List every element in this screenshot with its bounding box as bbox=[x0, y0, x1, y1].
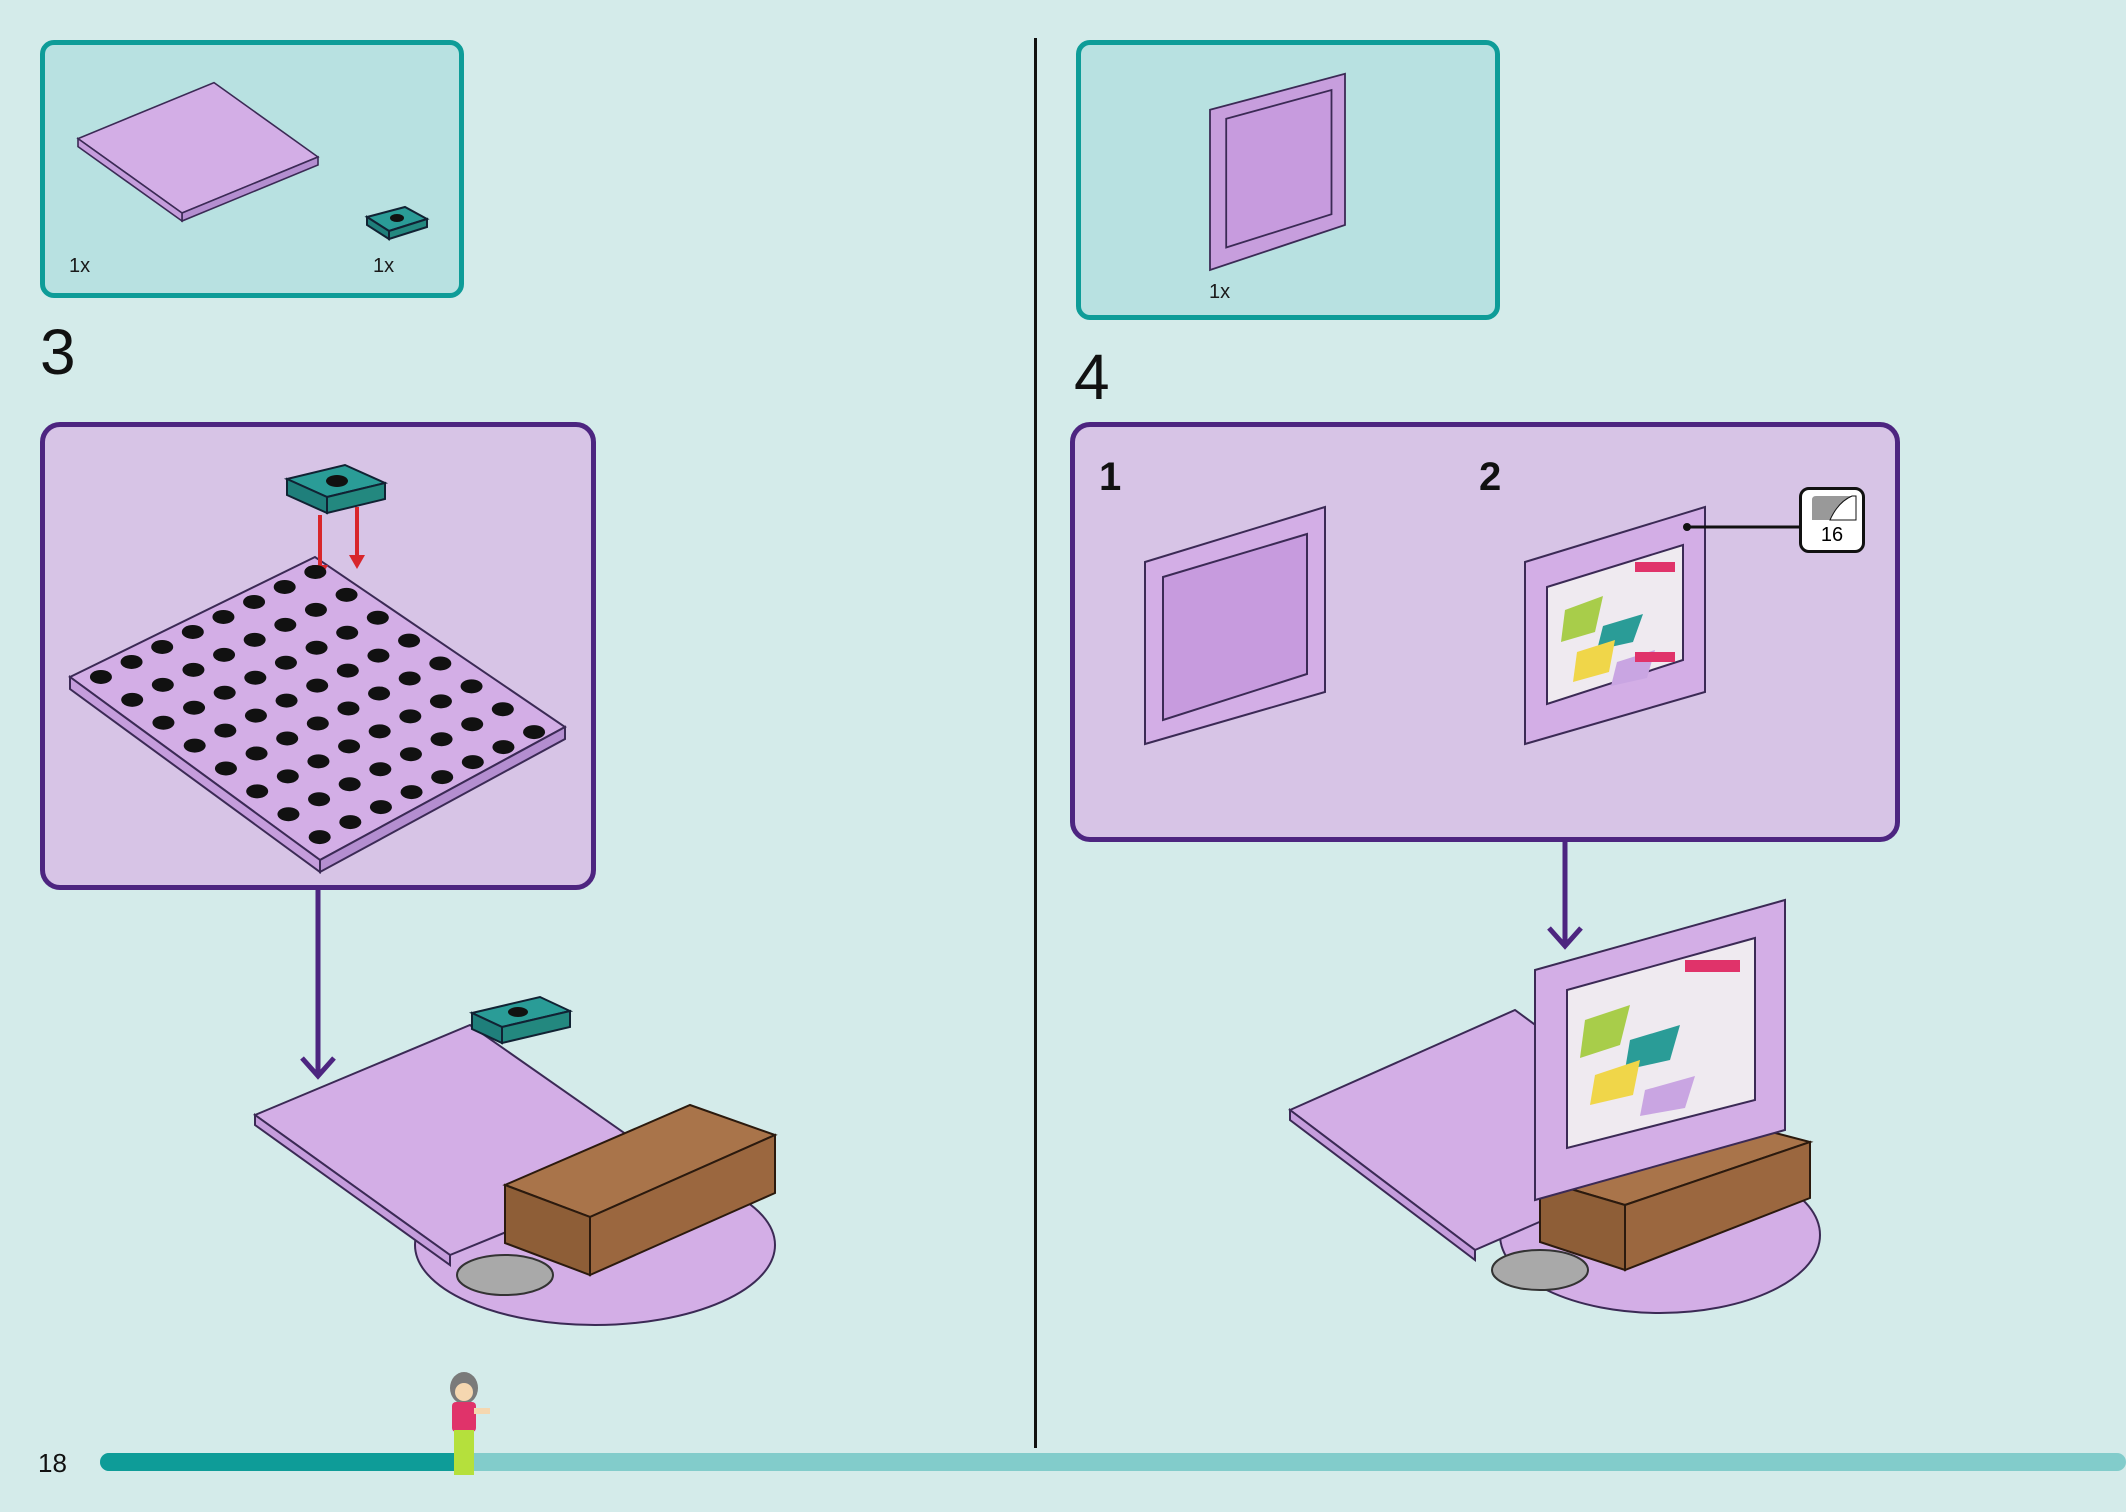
plate-stud bbox=[121, 692, 144, 707]
sticker-number: 16 bbox=[1820, 524, 1844, 546]
plate-stud bbox=[152, 715, 175, 730]
plate-stud bbox=[212, 609, 235, 624]
plate-stud bbox=[460, 679, 483, 694]
plate-stud bbox=[245, 746, 268, 761]
plate-stud bbox=[338, 739, 361, 754]
plate-stud bbox=[182, 662, 205, 677]
plate-stud bbox=[336, 625, 359, 640]
plate-stud bbox=[335, 587, 358, 602]
callout-box-step-3 bbox=[40, 422, 596, 890]
plate-stud bbox=[306, 678, 329, 693]
plate-stud bbox=[429, 656, 452, 671]
plate-stud bbox=[276, 731, 299, 746]
plate-stud bbox=[120, 654, 143, 669]
progress-track bbox=[100, 1453, 2126, 1471]
plate-stud bbox=[243, 594, 266, 609]
plate-stud bbox=[273, 579, 296, 594]
plate-stud bbox=[151, 639, 174, 654]
plate-stud bbox=[246, 784, 269, 799]
plate-stud bbox=[307, 754, 330, 769]
plate-stud bbox=[461, 755, 484, 770]
plate-stud bbox=[398, 633, 421, 648]
lavender-panel-icon bbox=[1209, 72, 1346, 272]
plate-stud bbox=[275, 693, 298, 708]
plate-studs bbox=[89, 564, 546, 845]
panel-with-sticker-icon bbox=[1524, 505, 1706, 746]
plate-stud bbox=[400, 785, 423, 800]
page-divider bbox=[1034, 38, 1037, 1448]
plate-stud bbox=[430, 732, 453, 747]
lavender-plate-8x8-icon bbox=[76, 81, 320, 223]
plate-stud bbox=[366, 610, 389, 625]
substep-number-2: 2 bbox=[1479, 455, 1502, 499]
plate-stud bbox=[339, 815, 362, 830]
plate-stud bbox=[304, 564, 327, 579]
plate-stud bbox=[336, 663, 359, 678]
sticker-badge: 16 bbox=[1799, 487, 1865, 553]
plate-stud bbox=[523, 725, 546, 740]
plate-stud bbox=[214, 723, 237, 738]
assembly-arrow-step-3 bbox=[300, 888, 336, 1080]
plate-stud bbox=[304, 602, 327, 617]
plate-stud bbox=[461, 717, 484, 732]
plate-stud bbox=[429, 694, 452, 709]
plate-stud bbox=[183, 738, 206, 753]
plate-stud bbox=[244, 708, 267, 723]
plate-stud bbox=[274, 617, 297, 632]
plate-stud bbox=[367, 648, 390, 663]
plain-panel-icon bbox=[1144, 505, 1326, 746]
plate-stud bbox=[276, 769, 299, 784]
step-4-model-icon bbox=[1288, 898, 1821, 1314]
plate-stud bbox=[308, 792, 331, 807]
plate-stud bbox=[277, 807, 300, 822]
teal-jumper-plate-icon bbox=[364, 205, 430, 241]
plate-stud bbox=[399, 747, 422, 762]
plate-stud bbox=[183, 700, 206, 715]
plate-stud bbox=[244, 670, 267, 685]
substep-number-1: 1 bbox=[1099, 455, 1122, 499]
plate-stud bbox=[368, 724, 391, 739]
plate-stud bbox=[151, 677, 174, 692]
minifigure-progress-icon bbox=[450, 1372, 490, 1475]
plate-stud bbox=[305, 640, 328, 655]
plate-stud bbox=[214, 761, 237, 776]
progress-fill bbox=[100, 1453, 465, 1471]
plate-stud bbox=[306, 716, 329, 731]
plate-stud bbox=[338, 777, 361, 792]
plate-stud bbox=[274, 655, 297, 670]
plate-stud bbox=[89, 669, 112, 684]
plate-stud bbox=[213, 647, 236, 662]
step-3-model-icon bbox=[252, 995, 778, 1326]
plate-stud bbox=[308, 830, 331, 845]
sticker-peel-icon bbox=[1812, 495, 1857, 521]
plate-stud bbox=[431, 770, 454, 785]
assembly-arrow-step-4 bbox=[1547, 840, 1583, 950]
plate-stud bbox=[492, 740, 515, 755]
plate-stud bbox=[491, 702, 514, 717]
plate-stud bbox=[243, 632, 266, 647]
parts-list-step-3: 1x 1x bbox=[40, 40, 464, 298]
plate-stud bbox=[398, 671, 421, 686]
part-qty-jumper: 1x bbox=[373, 255, 395, 277]
plate-stud bbox=[181, 624, 204, 639]
page-number: 18 bbox=[38, 1448, 67, 1478]
step-number-4: 4 bbox=[1074, 341, 1110, 413]
plate-stud bbox=[369, 800, 392, 815]
plate-stud bbox=[213, 685, 236, 700]
step-number-3: 3 bbox=[40, 316, 76, 388]
plate-stud bbox=[337, 701, 360, 716]
plate-stud bbox=[368, 686, 391, 701]
callout-box-step-4: 1 2 16 bbox=[1070, 422, 1900, 842]
plate-stud bbox=[369, 762, 392, 777]
part-qty-panel: 1x bbox=[1209, 281, 1231, 303]
plate-stud bbox=[399, 709, 422, 724]
part-qty-plate: 1x bbox=[69, 255, 91, 277]
parts-list-step-4: 1x bbox=[1076, 40, 1500, 320]
